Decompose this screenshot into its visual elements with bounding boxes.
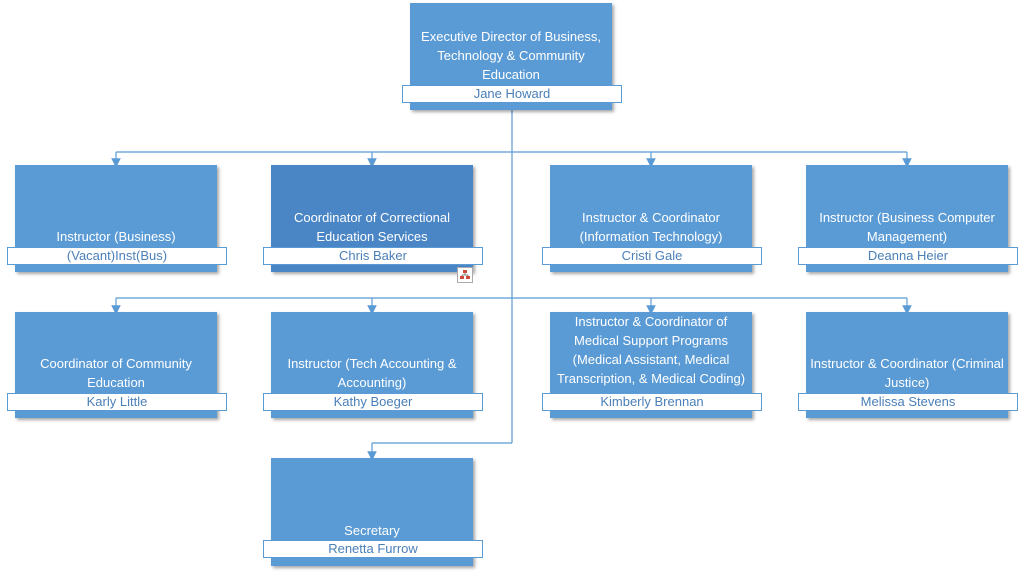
position-title: Instructor & Coordinator (Information Te… [579, 210, 723, 244]
position-title: Executive Director of Business, Technolo… [421, 29, 601, 82]
person-name[interactable]: Kathy Boeger [263, 393, 483, 411]
org-chart-icon[interactable] [457, 267, 473, 283]
person-name[interactable]: (Vacant)Inst(Bus) [7, 247, 227, 265]
position-title: Instructor & Coordinator (Criminal Justi… [810, 356, 1004, 390]
position-title: Instructor (Business) [56, 229, 176, 244]
person-name[interactable]: Cristi Gale [542, 247, 762, 265]
person-name[interactable]: Renetta Furrow [263, 540, 483, 558]
position-title: Coordinator of Community Education [40, 356, 192, 390]
position-title: Coordinator of Correctional Education Se… [293, 210, 451, 244]
person-name[interactable]: Kimberly Brennan [542, 393, 762, 411]
person-name[interactable]: Chris Baker [263, 247, 483, 265]
position-title: Instructor (Business Computer Management… [819, 210, 995, 244]
person-name[interactable]: Melissa Stevens [798, 393, 1018, 411]
person-name[interactable]: Jane Howard [402, 85, 622, 103]
position-title: Secretary [344, 523, 400, 538]
person-name[interactable]: Karly Little [7, 393, 227, 411]
person-name[interactable]: Deanna Heier [798, 247, 1018, 265]
position-title: Instructor (Tech Accounting & Accounting… [287, 356, 457, 390]
position-title: Instructor & Coordinator of Medical Supp… [556, 314, 746, 386]
